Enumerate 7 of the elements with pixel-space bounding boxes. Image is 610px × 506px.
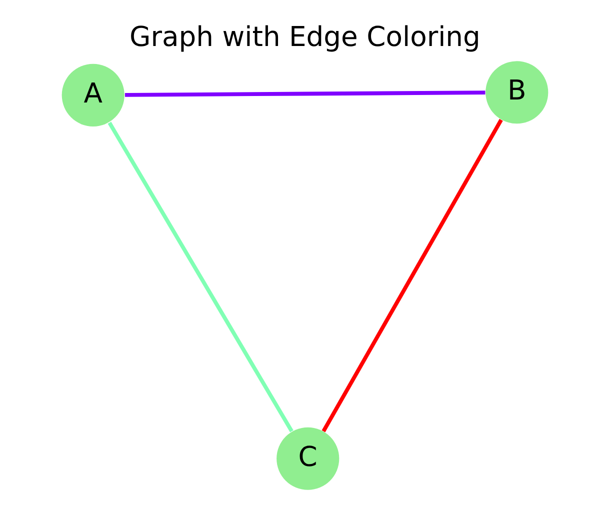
- connector: [322, 118, 503, 432]
- node-circle: A: [62, 64, 124, 126]
- connector: [108, 122, 294, 432]
- diagram-title: Graph with Edge Coloring: [130, 22, 480, 53]
- node-circle: C: [276, 427, 340, 490]
- connector: [124, 90, 486, 97]
- node-circle: B: [486, 61, 548, 124]
